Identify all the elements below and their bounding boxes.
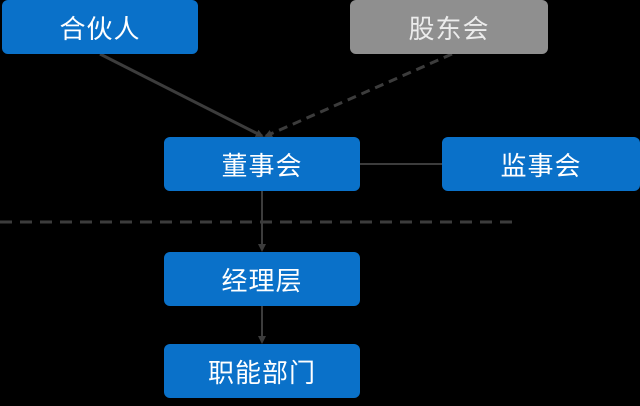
node-functional-departments: 职能部门 (164, 344, 360, 398)
node-management: 经理层 (164, 252, 360, 306)
node-shareholders-meeting: 股东会 (350, 0, 548, 54)
connector-partner-to-board (99, 52, 264, 138)
node-board-of-supervisors: 监事会 (442, 137, 640, 191)
connector-shareholders-to-board (264, 52, 453, 138)
node-board-of-directors: 董事会 (164, 137, 360, 191)
node-partner: 合伙人 (2, 0, 198, 54)
